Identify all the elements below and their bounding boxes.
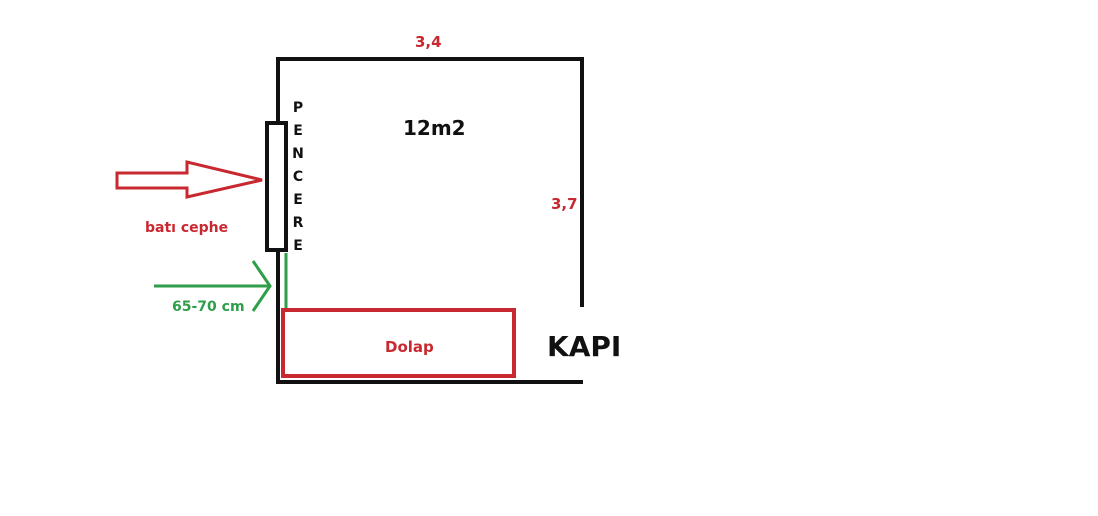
gap-label: 65-70 cm	[172, 299, 245, 315]
area-label: 12m2	[403, 116, 466, 140]
wardrobe-box	[281, 308, 516, 378]
width-label: 3,4	[415, 33, 442, 51]
window-letter: E	[293, 123, 303, 139]
facade-arrow	[115, 160, 263, 199]
height-label: 3,7	[551, 195, 578, 213]
window-letter: N	[292, 146, 304, 162]
window-letter: E	[293, 192, 303, 208]
window	[265, 121, 288, 252]
facade-label: batı cephe	[145, 220, 229, 236]
gap-arrow-head	[251, 260, 272, 312]
window-letter: R	[292, 215, 304, 231]
window-letter: P	[292, 100, 304, 116]
room-wall	[276, 57, 584, 307]
window-letter: E	[293, 238, 303, 254]
window-letter: C	[292, 169, 304, 185]
door-label: KAPI	[547, 330, 622, 363]
wardrobe-label: Dolap	[385, 338, 434, 356]
